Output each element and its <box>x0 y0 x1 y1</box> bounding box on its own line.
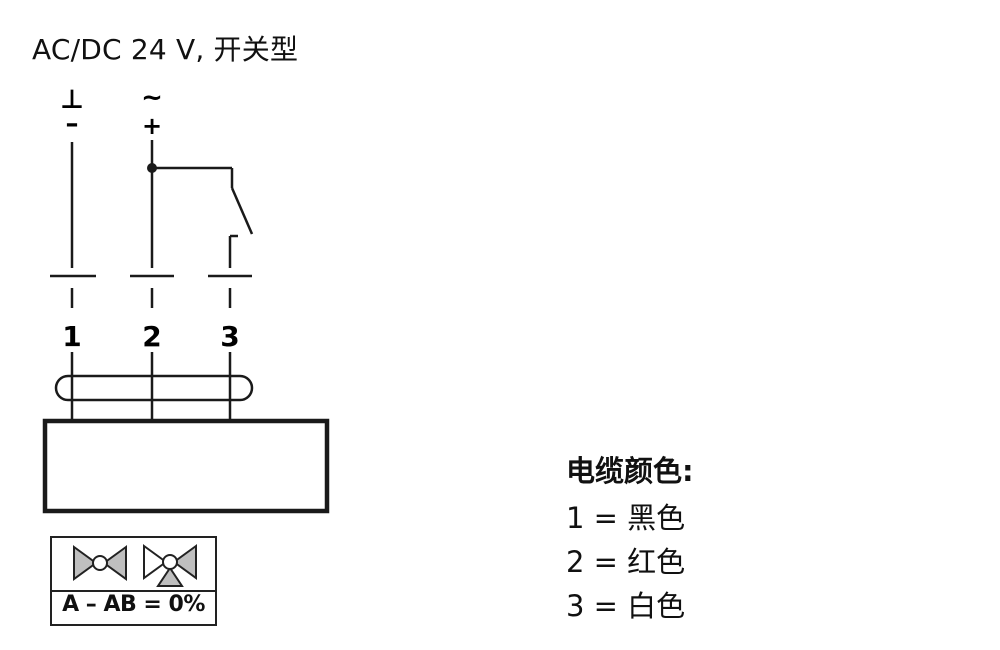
legend-title: 电缆颜色: <box>566 454 694 488</box>
neutral-symbol: ⊥ <box>60 85 84 115</box>
valve-indicator: A – AB = 0% <box>50 536 217 626</box>
diagram-title: AC/DC 24 V, 开关型 <box>32 33 299 66</box>
switch <box>230 168 254 235</box>
three-way-valve-icon <box>143 544 197 587</box>
actuator-body <box>42 418 330 514</box>
cable-sheath <box>54 374 254 402</box>
terminal-2-label: 2 <box>142 320 161 353</box>
legend-item-3: 3 = 白色 <box>566 589 686 623</box>
terminal-1-label: 1 <box>62 320 81 353</box>
neutral-polarity: – <box>66 109 79 139</box>
valve-position-label: A – AB = 0% <box>62 592 205 617</box>
live-symbol: ~ <box>141 83 163 113</box>
wire-2 <box>130 140 232 420</box>
legend-item-2: 2 = 红色 <box>566 545 686 579</box>
legend-item-1: 1 = 黑色 <box>566 501 686 535</box>
wire-3 <box>208 234 252 420</box>
wire-1 <box>50 142 96 420</box>
junction-dot <box>147 163 157 173</box>
cable-color-legend: 电缆颜色: 1 = 黑色 2 = 红色 3 = 白色 <box>566 448 694 628</box>
terminal-3-label: 3 <box>220 320 239 353</box>
two-way-valve-icon <box>73 545 127 581</box>
live-polarity: + <box>142 112 162 140</box>
